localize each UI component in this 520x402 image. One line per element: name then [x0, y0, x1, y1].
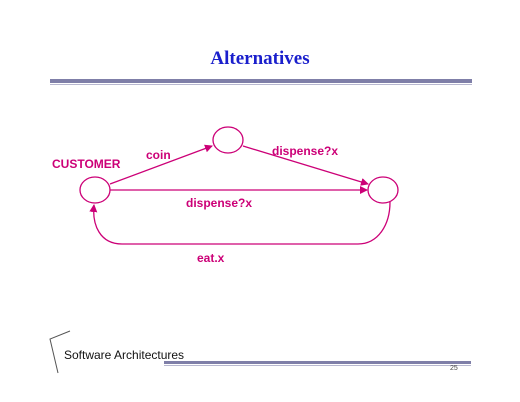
edge-dispense-top: [242, 145, 369, 186]
label-dispense-top: dispense?x: [272, 144, 338, 158]
label-customer: CUSTOMER: [52, 157, 121, 171]
label-dispense-direct: dispense?x: [186, 196, 252, 210]
edge-eat: [89, 201, 391, 245]
edge-coin: [109, 144, 213, 185]
footer-bracket: [49, 330, 71, 374]
title-rule: [50, 79, 472, 83]
state-customer: [79, 176, 111, 204]
title-rule-shadow: [50, 84, 472, 85]
state-final: [367, 176, 399, 204]
page-number: 25: [450, 365, 458, 372]
footer-rule-shadow: [164, 365, 471, 366]
state-middle: [212, 126, 244, 154]
footer-title: Software Architectures: [64, 348, 185, 362]
footer-rule: [164, 361, 471, 364]
label-coin: coin: [146, 148, 171, 162]
label-eat: eat.x: [197, 251, 225, 265]
slide-title: Alternatives: [210, 48, 310, 69]
